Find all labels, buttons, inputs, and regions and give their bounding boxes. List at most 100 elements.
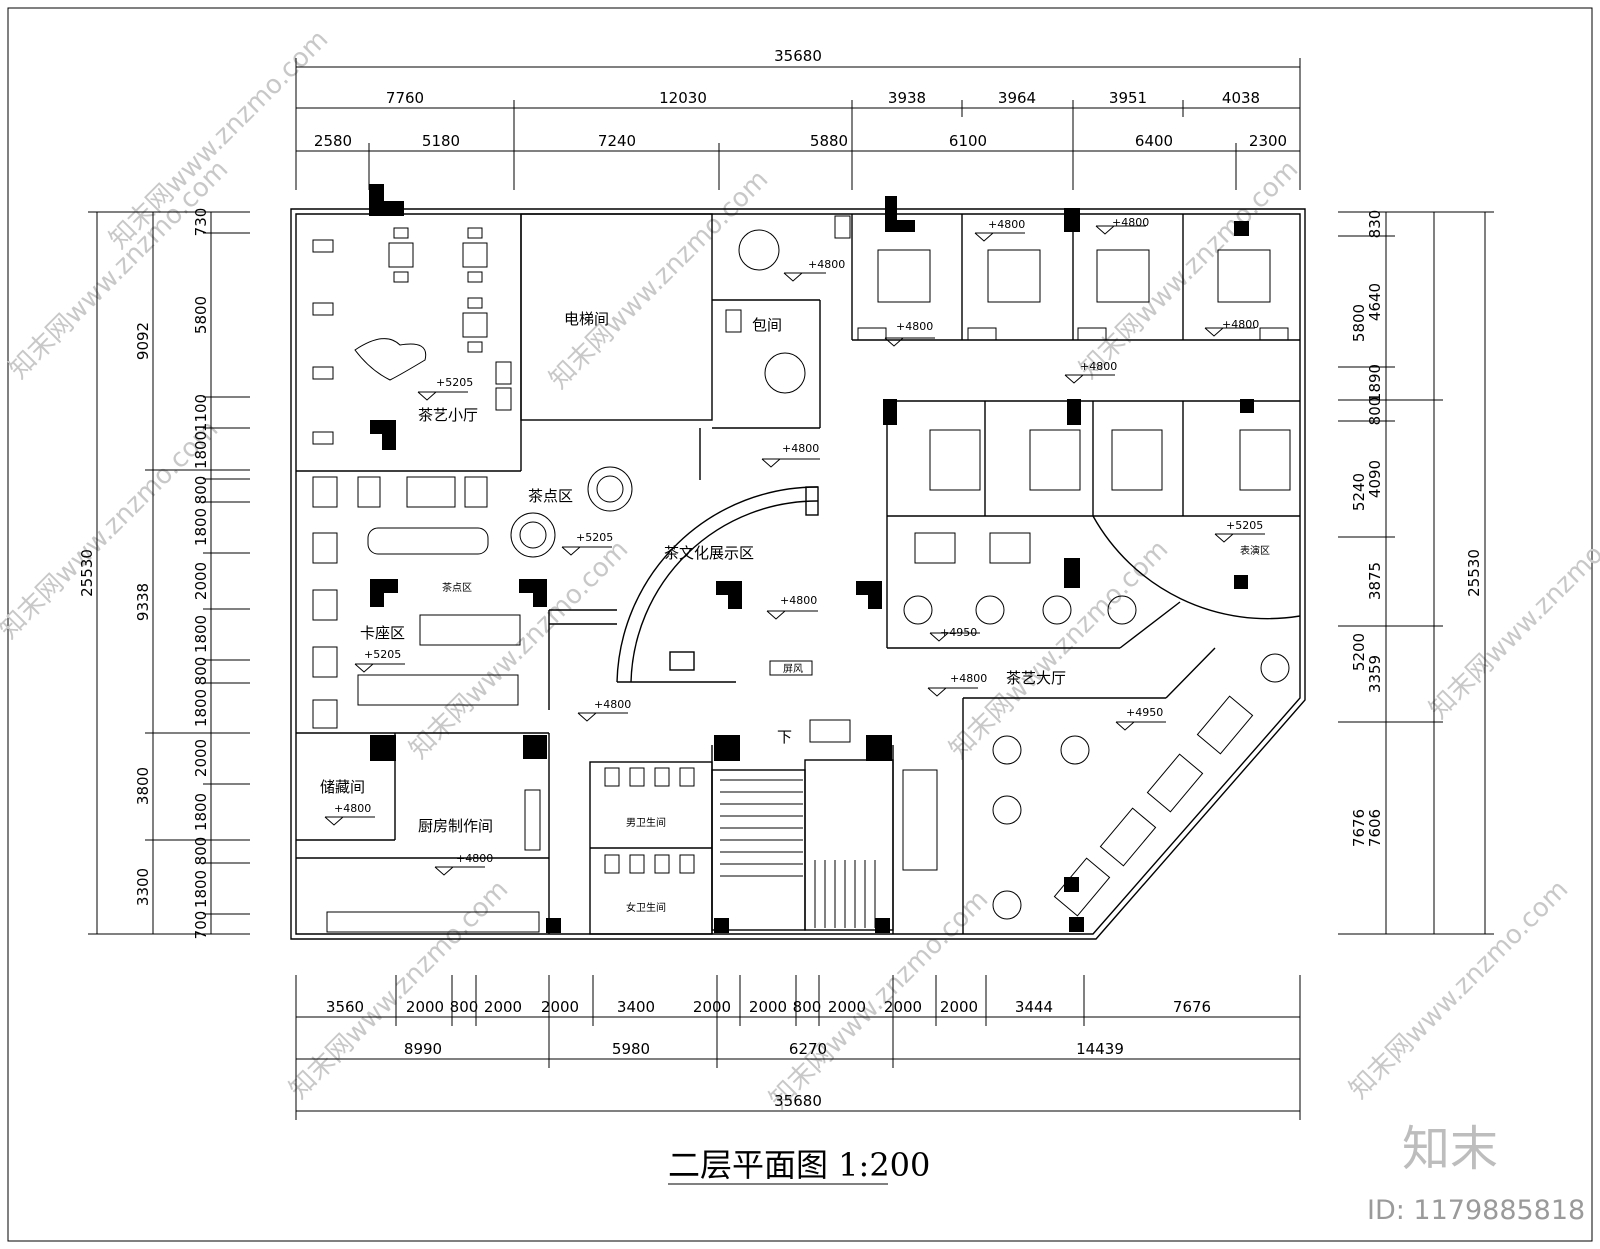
- brand-logo: 知末: [1402, 1121, 1498, 1177]
- column: [714, 735, 740, 761]
- dim-right-inner: 830: [1366, 210, 1384, 239]
- column: [1234, 221, 1249, 236]
- watermark: 知末网www.znzmo.com: [544, 164, 775, 395]
- dim-left-inner: 730: [192, 208, 210, 237]
- elevation-label: +4800: [1112, 216, 1149, 229]
- left-dimensions: 25530 9092 9338 3800 3300 730 5800 1100 …: [78, 208, 250, 939]
- dim-top-2: 2580: [314, 132, 352, 150]
- label-tea-small-hall: 茶艺小厅: [418, 406, 478, 424]
- dim-bottom-1: 800: [793, 998, 822, 1016]
- label-performance-area: 表演区: [1240, 544, 1270, 557]
- elevation-label: +5205: [364, 648, 401, 661]
- dim-left-inner: 1800: [192, 793, 210, 831]
- dim-bottom-1: 2000: [940, 998, 978, 1016]
- drawing-title: 二层平面图 1:200: [668, 1146, 930, 1184]
- dim-right-inner: 4640: [1366, 283, 1384, 321]
- dim-right-inner: 800: [1366, 397, 1384, 426]
- dim-bottom-1: 2000: [884, 998, 922, 1016]
- label-mens-wc: 男卫生间: [626, 816, 666, 829]
- column: [370, 579, 384, 607]
- dim-left-inner: 2000: [192, 739, 210, 777]
- dim-right-mid: 5200: [1350, 633, 1368, 671]
- watermark: 知末网www.znzmo.com: [4, 154, 235, 385]
- label-tea-culture-display: 茶文化展示区: [664, 544, 754, 562]
- dim-top-2: 6400: [1135, 132, 1173, 150]
- watermark: 知末网www.znzmo.com: [404, 534, 635, 765]
- dim-bottom-1: 800: [450, 998, 479, 1016]
- dim-top-1: 4038: [1222, 89, 1260, 107]
- label-tea-snack-area: 茶点区: [528, 487, 573, 505]
- watermark: 知末网www.znzmo.com: [1344, 874, 1575, 1105]
- dim-left-inner: 2000: [192, 562, 210, 600]
- right-dimensions: 830 4640 1890 800 4090 3875 3359 7606 58…: [1338, 210, 1494, 935]
- label-womens-wc: 女卫生间: [626, 901, 666, 914]
- column: [1064, 877, 1079, 892]
- image-id-label: ID: 1179885818: [1367, 1195, 1585, 1226]
- dim-bottom-1: 3400: [617, 998, 655, 1016]
- bottom-dimensions: 3560 2000 800 2000 2000 3400 2000 2000 8…: [295, 975, 1301, 1120]
- elevation-label: +4800: [808, 258, 845, 271]
- elevation-label: +4950: [940, 626, 977, 639]
- dim-bottom-1: 7676: [1173, 998, 1211, 1016]
- elevation-label: +5205: [1226, 519, 1263, 532]
- dim-top-2: 6100: [949, 132, 987, 150]
- dim-left-inner: 1800: [192, 689, 210, 727]
- elevation-label: +4800: [594, 698, 631, 711]
- dim-left-mid: 9338: [134, 583, 152, 621]
- dim-right-mid: 5800: [1350, 304, 1368, 342]
- label-elevator: 电梯间: [564, 310, 609, 328]
- elevation-label: +4800: [896, 320, 933, 333]
- dim-bottom-1: 2000: [828, 998, 866, 1016]
- elevation-label: +4800: [1080, 360, 1117, 373]
- label-small-snack: 茶点区: [442, 581, 472, 594]
- dim-bottom-total: 35680: [774, 1092, 822, 1110]
- column: [1067, 399, 1081, 425]
- dim-right-inner: 1890: [1366, 364, 1384, 402]
- dim-right-outer: 25530: [1465, 549, 1483, 597]
- column: [382, 420, 396, 450]
- dim-top-1: 3938: [888, 89, 926, 107]
- dim-bottom-1: 2000: [693, 998, 731, 1016]
- dim-left-inner: 5800: [192, 296, 210, 334]
- dim-bottom-2: 8990: [404, 1040, 442, 1058]
- dim-left-inner: 1100: [192, 394, 210, 432]
- dim-left-inner: 1800: [192, 508, 210, 546]
- column: [875, 918, 890, 933]
- dim-right-inner: 7606: [1366, 809, 1384, 847]
- top-dimensions: 35680 7760 12030 3938 3964 3951 4038 258…: [295, 47, 1301, 190]
- furniture: [312, 215, 1291, 933]
- dim-bottom-1: 3444: [1015, 998, 1053, 1016]
- column: [866, 735, 892, 761]
- screen-box: [769, 660, 813, 676]
- dim-top-1: 12030: [659, 89, 707, 107]
- dim-left-inner: 800: [192, 657, 210, 686]
- column: [728, 581, 742, 609]
- building-walls: [290, 208, 1306, 940]
- column: [885, 220, 915, 232]
- dim-top-2: 5180: [422, 132, 460, 150]
- dim-top-1: 3964: [998, 89, 1036, 107]
- column: [533, 579, 547, 607]
- column: [885, 196, 897, 226]
- column: [714, 918, 729, 933]
- column: [868, 581, 882, 609]
- dim-top-1: 7760: [386, 89, 424, 107]
- dim-left-mid: 3800: [134, 767, 152, 805]
- elevation-label: +4800: [782, 442, 819, 455]
- watermarks: 知末网www.znzmo.com 知末网www.znzmo.com 知末网www…: [0, 24, 1600, 1115]
- column: [1234, 575, 1248, 589]
- column: [1064, 208, 1080, 232]
- column: [370, 735, 396, 761]
- dim-bottom-2: 5980: [612, 1040, 650, 1058]
- label-private-room: 包间: [752, 316, 782, 334]
- elevation-label: +4800: [334, 802, 371, 815]
- dim-bottom-1: 2000: [406, 998, 444, 1016]
- dim-top-2: 2300: [1249, 132, 1287, 150]
- watermark: 知末网www.znzmo.com: [0, 414, 224, 645]
- dim-right-inner: 3359: [1366, 655, 1384, 693]
- watermark: 知末网www.znzmo.com: [284, 874, 515, 1105]
- dim-left-inner: 1800: [192, 870, 210, 908]
- elevation-label: +5205: [576, 531, 613, 544]
- dim-top-2: 5880: [810, 132, 848, 150]
